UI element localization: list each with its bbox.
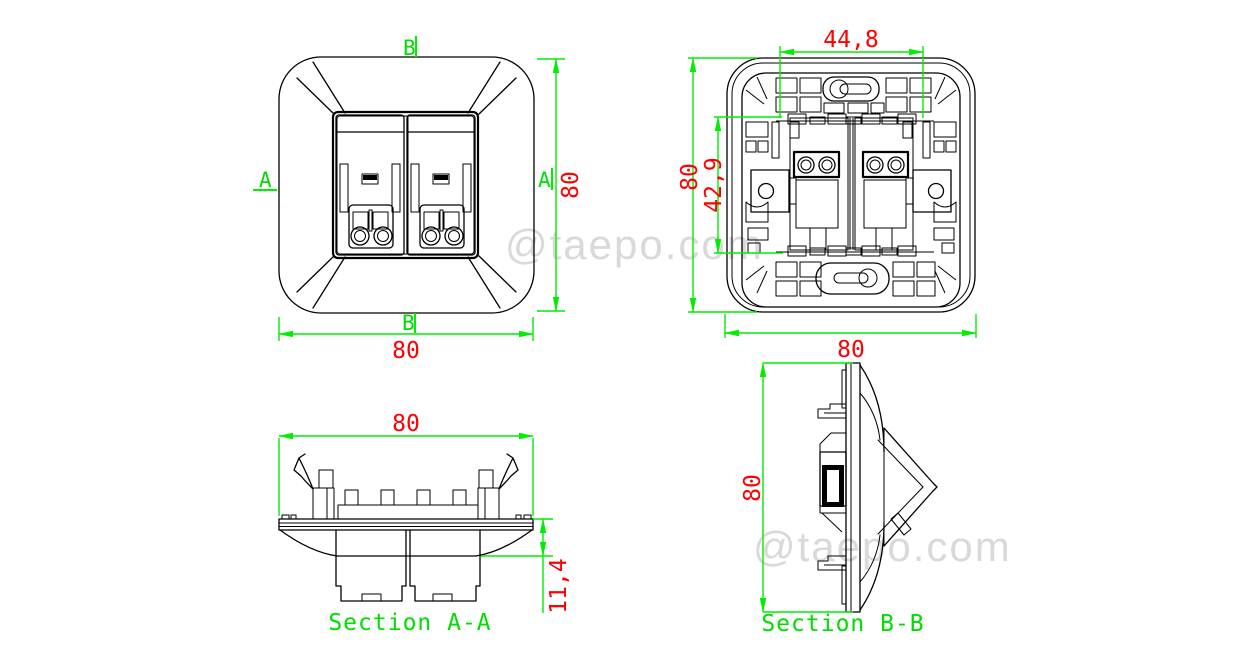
rear-keyhole-top [822,76,880,102]
section-bb-rear-features [817,403,847,571]
section-aa-spring-arms [293,453,519,490]
front-outer-outline [278,56,535,314]
section-aa-view [278,453,534,602]
section-bb-view [817,362,938,613]
section-aa-jacks [335,529,481,602]
section-aa-posts [312,469,500,520]
rear-outer-outline [726,57,976,313]
front-dimensions: B B A A 80 80 [253,36,584,364]
section-bb-dome [859,364,938,611]
section-bb-dim-height: 80 [740,474,766,502]
section-aa-dimensions: 80 11,4 Section A-A [278,411,572,636]
section-marker-a-right: A [538,168,551,192]
front-dim-height: 80 [558,171,584,199]
section-aa-label: Section A-A [328,610,491,636]
front-module-left [335,114,405,256]
watermark-text: @taepo.com [505,221,764,268]
section-aa-center-block [337,504,479,520]
rear-center-divider [849,118,854,250]
front-corner-bevels [296,61,517,309]
rear-dim-slot-width: 44,8 [823,27,878,53]
section-aa-dim-width: 80 [392,411,420,437]
rear-grid [775,77,936,297]
front-inner-frame-line [336,115,475,255]
rear-dimensions: 44,8 80 42,9 80 [677,27,977,363]
section-marker-b-top: B [403,36,416,60]
section-bb-dimensions: 80 Section B-B [740,362,924,637]
rear-tab-rows [776,113,934,257]
rear-side-band-right [922,121,957,254]
front-module-right [406,114,476,256]
rear-view [726,57,976,313]
section-aa-plate [278,514,534,531]
section-bb-label: Section B-B [761,611,924,637]
section-marker-b-bottom: B [402,311,415,335]
rear-dim-width: 80 [837,337,865,363]
rear-dim-height: 80 [677,163,703,191]
section-marker-a-left: A [259,168,272,192]
section-aa-dim-depth: 11,4 [546,558,572,613]
front-inner-frame [331,110,480,260]
section-bb-plate [841,362,861,613]
rear-ear-left [750,169,797,213]
rear-dim-inner-height: 42,9 [701,157,727,212]
rear-module-right [854,117,914,251]
section-aa-tabs [344,489,467,506]
front-view [278,56,535,314]
rear-keyhole-bottom [815,262,890,295]
rear-inner-frame [741,72,961,308]
rear-corner-ribs [745,76,957,294]
front-dim-width: 80 [392,338,420,364]
rear-module-left [789,117,849,251]
